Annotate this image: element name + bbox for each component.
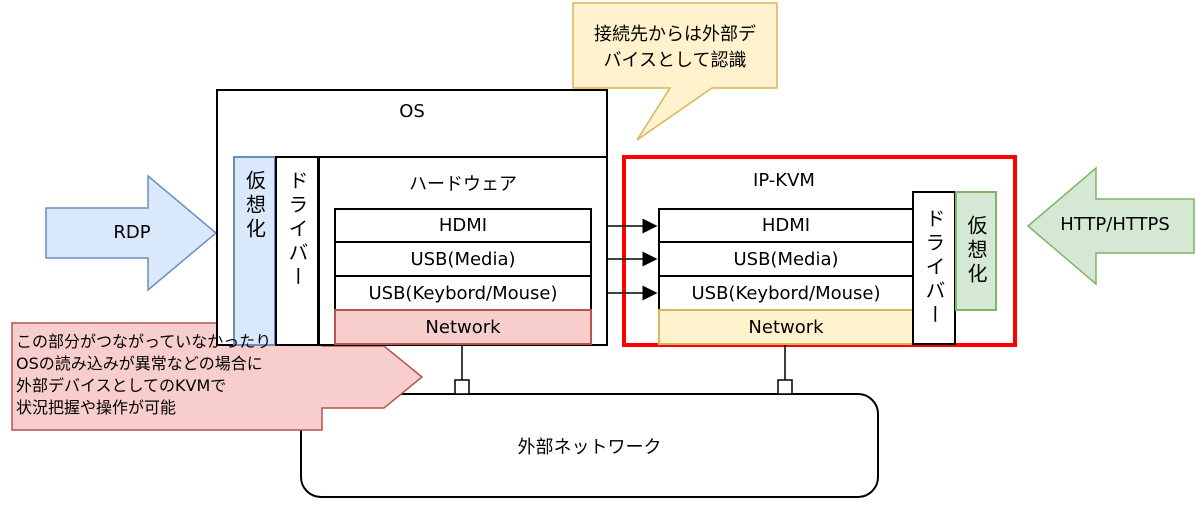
kvm-virtualization-box: 仮想化 <box>955 191 997 311</box>
http-label: HTTP/HTTPS <box>1060 214 1170 235</box>
ipkvm-label: IP-KVM <box>753 170 815 191</box>
http-arrow-shape <box>1026 166 1195 286</box>
kvm-driver-label: ドライバー <box>922 208 946 328</box>
kvm-row-usb-media: USB(Media) <box>658 241 914 277</box>
note-text: この部分がつながっていなかったり OSの読み込みが異常などの場合に 外部デバイス… <box>16 331 326 419</box>
os-driver-label: ドライバー <box>285 170 309 290</box>
os-label: OS <box>399 101 425 122</box>
kvm-row-usb-kbm: USB(Keybord/Mouse) <box>658 275 914 311</box>
external-network-label: 外部ネットワーク <box>517 437 662 458</box>
external-network-shape <box>300 393 879 498</box>
os-driver-box: ドライバー <box>275 156 319 346</box>
kvm-driver-box: ドライバー <box>912 191 956 345</box>
os-virtualization-label: 仮想化 <box>242 170 267 242</box>
top-callout-line-1: 接続先からは外部デ <box>594 24 756 45</box>
os-row-network: Network <box>334 309 592 345</box>
kvm-row-hdmi: HDMI <box>658 208 914 243</box>
os-virtualization-box: 仮想化 <box>233 156 276 346</box>
note-line-3: 外部デバイスとしてのKVMで <box>16 376 227 395</box>
kvm-network-port <box>777 379 793 395</box>
top-callout-text: 接続先からは外部デ バイスとして認識 <box>573 22 777 74</box>
os-network-port <box>454 379 470 395</box>
os-row-usb-media: USB(Media) <box>334 241 592 277</box>
note-line-1: この部分がつながっていなかったり <box>16 332 272 351</box>
top-callout-line-2: バイスとして認識 <box>603 50 747 71</box>
os-row-usb-kbm: USB(Keybord/Mouse) <box>334 275 592 311</box>
kvm-virtualization-label: 仮想化 <box>964 215 988 287</box>
ipkvm-highlight <box>622 155 1017 347</box>
os-hardware-label: ハードウェア <box>409 174 517 195</box>
kvm-row-network: Network <box>658 309 914 345</box>
rdp-label: RDP <box>113 222 151 243</box>
note-line-4: 状況把握や操作が可能 <box>16 398 177 417</box>
rdp-arrow-shape <box>45 174 218 292</box>
note-line-2: OSの読み込みが異常などの場合に <box>16 354 263 373</box>
os-row-hdmi: HDMI <box>334 208 592 243</box>
top-callout-shape <box>572 2 778 141</box>
